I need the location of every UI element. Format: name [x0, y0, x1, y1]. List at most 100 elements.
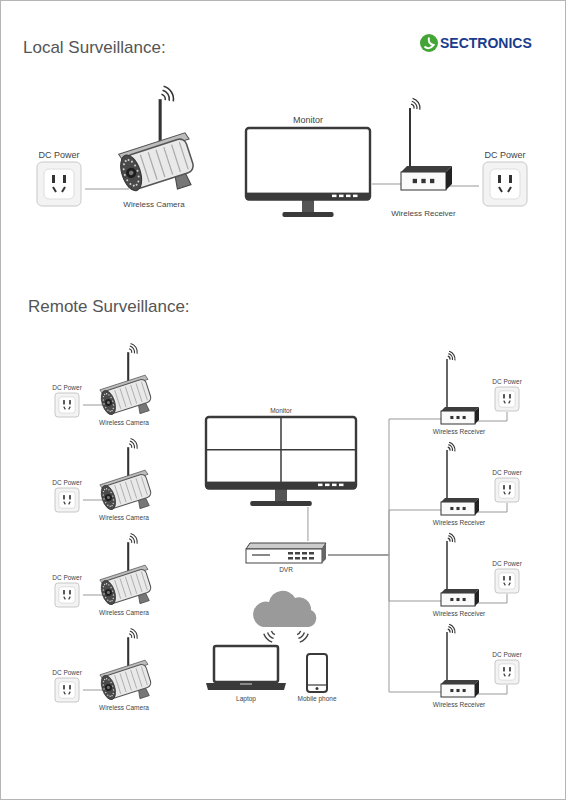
graphic-part: [109, 505, 111, 507]
signal-arc: [164, 86, 174, 101]
graphic-part: [107, 694, 109, 696]
graphic-part: [64, 597, 66, 600]
signal-arc: [129, 349, 132, 353]
graphic-part: [456, 507, 459, 510]
icon-group: [246, 543, 326, 563]
graphic-part: [137, 175, 140, 178]
wireless-camera: Wireless Camera: [93, 443, 155, 522]
node-label: Wireless Receiver: [433, 518, 485, 527]
signal-arc: [448, 627, 452, 633]
graphic-part: [112, 693, 114, 695]
signal-arc: [131, 533, 138, 543]
dvr-recorder: DVR: [244, 541, 328, 574]
graphic-part: [104, 584, 106, 586]
graphic-part: [441, 411, 475, 424]
signal-arc: [448, 447, 450, 450]
graphic-part: [125, 672, 131, 691]
node-label: Mobile phone: [297, 694, 336, 703]
graphic-part: [240, 683, 252, 685]
graphic-part: [112, 598, 114, 600]
signal-arc: [448, 629, 450, 632]
graphic-part: [509, 401, 511, 404]
graphic-part: [446, 450, 448, 502]
graphic-part: [122, 168, 125, 171]
graphic-part: [499, 187, 502, 192]
graphic-part: [69, 407, 71, 410]
signal-arc: [449, 442, 455, 451]
cloud-symbol: [253, 591, 316, 627]
graphic-part: [63, 175, 66, 183]
icon-group: [386, 98, 461, 190]
graphic-part: [63, 495, 65, 499]
graphic-part: [450, 507, 453, 510]
graphic-part: [295, 552, 300, 555]
signal-arc: [129, 634, 132, 638]
icon-group: [93, 533, 157, 613]
graphic-part: [110, 397, 112, 399]
icon-group: [37, 162, 81, 206]
graphic-part: [509, 394, 511, 398]
graphic-part: [116, 132, 203, 204]
node-label: DC Power: [38, 149, 79, 161]
graphic-part: [102, 684, 104, 686]
power-socket: DC Power: [51, 383, 83, 418]
graphic-part: [112, 685, 114, 687]
graphic-part: [302, 552, 307, 555]
graphic-part: [332, 195, 337, 198]
graphic-part: [309, 557, 314, 560]
signal-arc: [163, 90, 170, 101]
graphic-part: [125, 482, 131, 501]
icon-group: [483, 162, 527, 206]
graphic-part: [127, 159, 130, 162]
connector-wire: [83, 500, 93, 501]
graphic-part: [456, 416, 459, 419]
graphic-part: [508, 187, 511, 192]
graphic-part: [112, 503, 114, 505]
signal-arc: [129, 444, 132, 448]
graphic-part: [106, 678, 108, 680]
graphic-part: [59, 587, 75, 603]
graphic-part: [109, 410, 111, 412]
graphic-part: [125, 577, 131, 596]
graphic-part: [37, 162, 81, 206]
graphic-part: [98, 565, 157, 614]
graphic-part: [112, 400, 114, 402]
graphic-part: [141, 382, 147, 401]
icon-group: [113, 86, 203, 204]
graphic-part: [126, 179, 129, 182]
wireless-camera: Wireless Camera: [113, 93, 195, 210]
graphic-part: [98, 628, 157, 708]
graphic-part: [446, 166, 452, 190]
laptop-computer-icon: [204, 644, 288, 694]
graphic-part: [116, 86, 203, 204]
connector-wire: [489, 503, 507, 512]
graphic-part: [112, 408, 114, 410]
wireless-receiver-icon: [386, 98, 461, 208]
graphic-part: [475, 407, 479, 424]
graphic-part: [446, 632, 448, 684]
graphic-part: [120, 388, 126, 407]
graphic-part: [44, 169, 74, 199]
graphic-part: [172, 145, 181, 172]
graphic-part: [113, 689, 115, 691]
graphic-part: [109, 695, 111, 697]
graphic-part: [120, 483, 126, 502]
graphic-part: [475, 680, 479, 697]
signal-arc: [448, 356, 450, 359]
graphic-part: [99, 579, 119, 607]
graphic-part: [55, 488, 79, 512]
graphic-part: [62, 187, 65, 192]
graphic-part: [246, 543, 326, 549]
power-socket-icon: [491, 568, 523, 594]
graphic-part: [106, 591, 110, 595]
graphic-part: [125, 166, 138, 179]
graphic-part: [463, 507, 466, 510]
graphic-part: [123, 163, 126, 166]
wireless-camera-icon: [93, 538, 155, 608]
signal-arc: [268, 632, 274, 638]
graphic-part: [302, 557, 307, 560]
mobile-phone-icon: [294, 652, 340, 694]
graphic-part: [495, 660, 519, 684]
graphic-part: [504, 401, 506, 404]
